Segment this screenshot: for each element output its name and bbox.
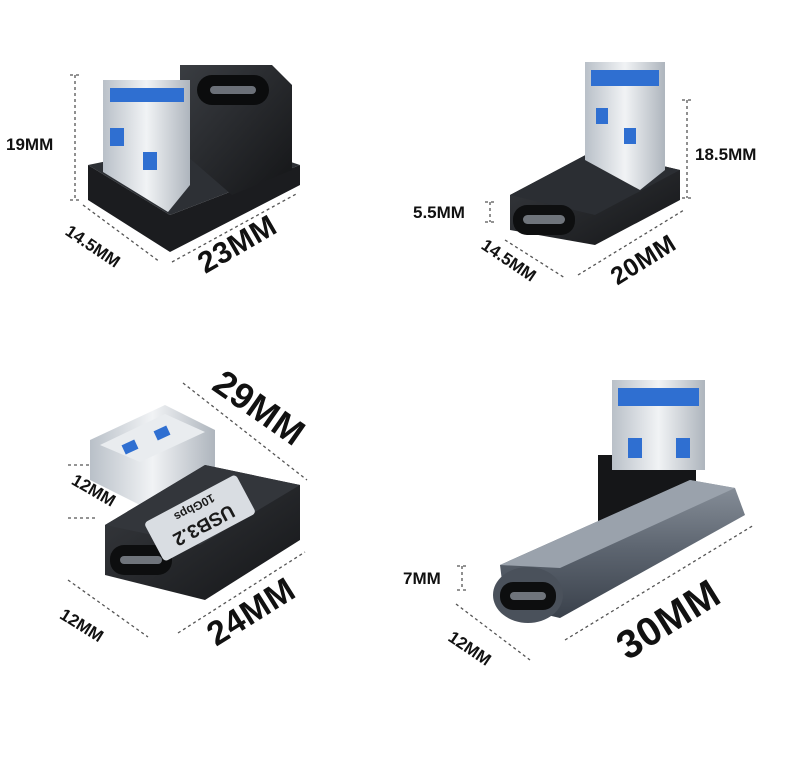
dimension-lines-4 [455, 524, 755, 661]
thickness-label-7mm: 7MM [403, 569, 441, 588]
height-label-19mm: 19MM [6, 135, 54, 154]
u-shape-adapter [88, 65, 300, 252]
side-angle-black-adapter: USB3.2 10Gbps [90, 405, 300, 600]
dimension-lines-1 [70, 74, 299, 263]
usb-a-plug-icon [103, 80, 190, 212]
dimension-lines-2 [485, 99, 692, 279]
adapter-body [500, 480, 745, 618]
side-angle-gray-adapter [493, 380, 745, 623]
thickness-label-5-5mm: 5.5MM [413, 203, 465, 222]
right-angle-adapter [510, 62, 680, 245]
height-label-18-5mm: 18.5MM [695, 145, 757, 164]
usb-a-plug-icon [585, 62, 665, 190]
dimension-lines-3 [67, 382, 308, 638]
